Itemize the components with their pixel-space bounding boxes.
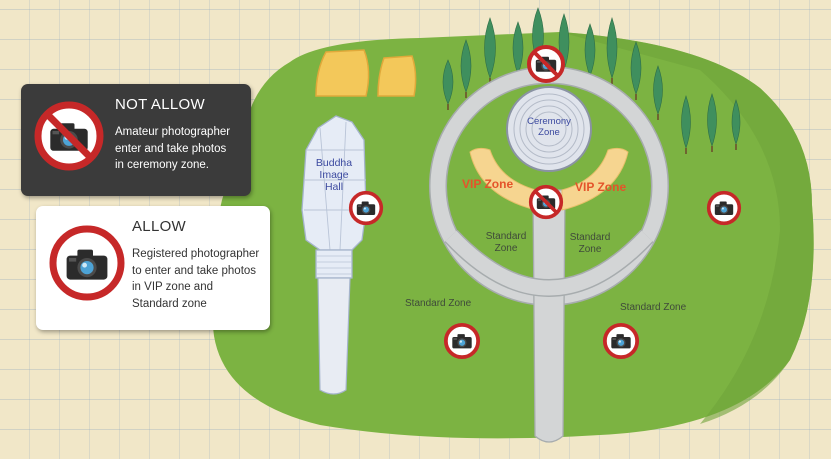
- allow-title: ALLOW: [132, 218, 187, 235]
- camera-allowed-icon: [602, 322, 640, 360]
- buddha-hall-label-line: Hall: [324, 181, 344, 194]
- vip-area-right: [561, 147, 629, 211]
- no-camera-icon: [34, 101, 104, 171]
- pavilion-right: [377, 55, 417, 97]
- camera-allowed-icon: [348, 190, 384, 226]
- allow-legend: ALLOW Registered photographer to enter a…: [36, 206, 270, 330]
- not-allow-title: NOT ALLOW: [115, 96, 205, 113]
- not-allow-description-line: in ceremony zone.: [115, 159, 209, 172]
- pavilion-left: [315, 49, 370, 97]
- standard-zone-label-line: Zone: [494, 242, 518, 254]
- standard-zone-label-line: Standard: [485, 231, 527, 242]
- ceremony-zone-label: Ceremony Zone: [515, 116, 583, 139]
- allow-description-line: Registered photographer: [132, 248, 260, 260]
- standard-zone-left-label: Standard Zone: [476, 231, 536, 254]
- ceremony-zone-label-line: Zone: [538, 126, 560, 138]
- camera-allowed-icon: [49, 225, 125, 301]
- grass-field: [210, 32, 814, 439]
- buddha-hall-label-line: Image: [319, 169, 349, 182]
- no-camera-icon: [527, 45, 565, 83]
- standard-zone-label-line: Zone: [578, 243, 602, 255]
- camera-allowed-icon: [443, 322, 481, 360]
- standard-zone-far-right-label: Standard Zone: [620, 302, 687, 313]
- stem-path: [532, 189, 566, 443]
- allow-description: Registered photographer to enter and tak…: [132, 246, 259, 313]
- allow-description-line: to enter and take photos: [132, 264, 257, 277]
- vip-zone-right-label: VIP Zone: [575, 180, 627, 194]
- allow-description-line: in VIP zone and: [132, 281, 213, 294]
- not-allow-legend: NOT ALLOW Amateur photographer enter and…: [21, 84, 251, 196]
- not-allow-description-line: Amateur photographer: [115, 126, 231, 138]
- standard-zone-label-line: Standard: [569, 232, 611, 243]
- camera-allowed-icon: [706, 190, 742, 226]
- vip-area-left: [469, 147, 537, 211]
- buddha-hall-building: [301, 115, 367, 251]
- not-allow-description-line: enter and take photos: [115, 142, 227, 155]
- ceremony-zone-area: [506, 86, 592, 172]
- allow-description-line: Standard zone: [132, 298, 207, 311]
- no-camera-icon: [528, 184, 564, 220]
- vip-zone-left-label: VIP Zone: [462, 177, 514, 191]
- standard-zone-far-left-label: Standard Zone: [405, 298, 472, 309]
- ceremony-zone-label-line: Ceremony: [527, 116, 571, 127]
- buddha-hall-label-line: Buddha: [315, 157, 353, 169]
- not-allow-description: Amateur photographer enter and take phot…: [115, 124, 230, 174]
- walkway-left: [317, 277, 351, 395]
- buddha-hall-label: Buddha Image Hall: [306, 157, 362, 193]
- standard-zone-right-label: Standard Zone: [560, 232, 620, 255]
